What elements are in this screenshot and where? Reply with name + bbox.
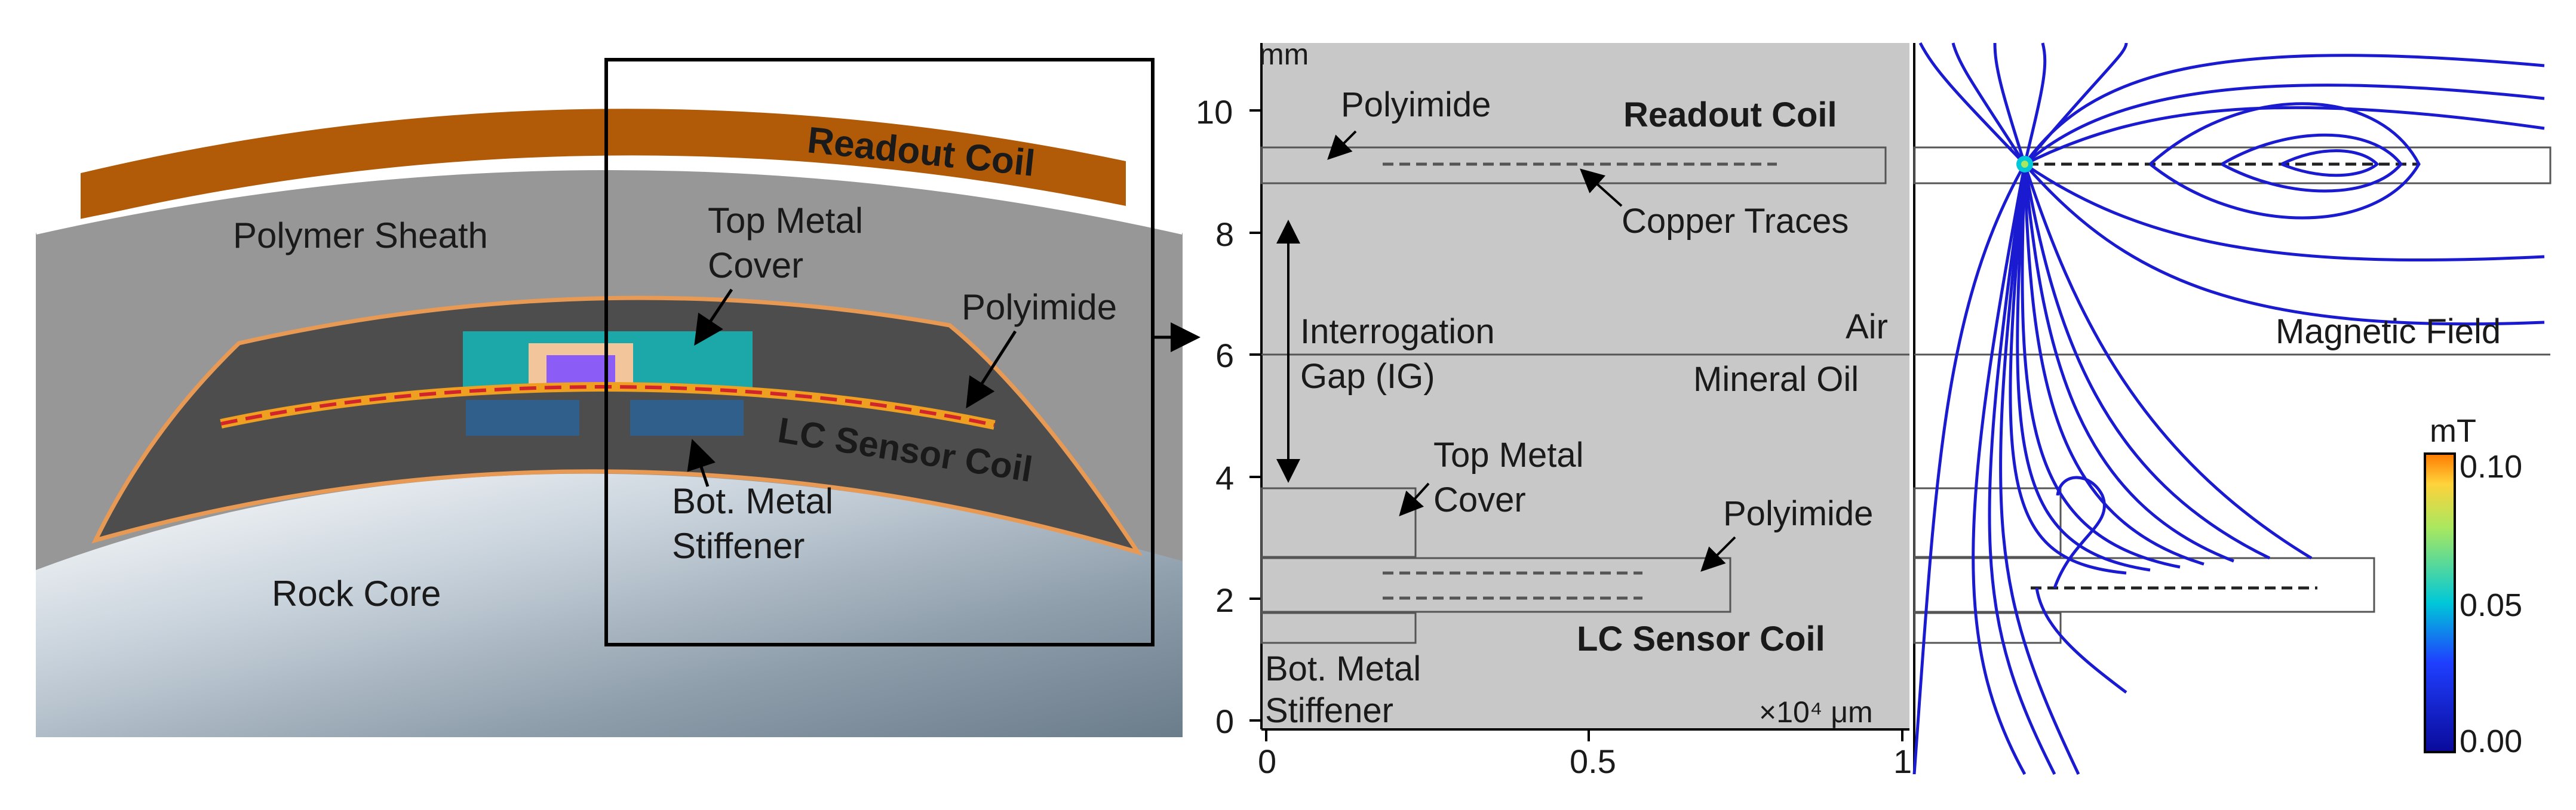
y-tick-0: 0	[1215, 703, 1234, 740]
arrow-top-metal-cover	[694, 288, 733, 346]
field-stiffener-box	[1913, 612, 2062, 644]
field-cover-box	[1913, 487, 2062, 558]
label-copper-traces: Copper Traces	[1622, 202, 1849, 241]
field-lines	[1912, 42, 2545, 775]
readout-polyimide-box	[1260, 146, 1887, 184]
sheath-edge	[35, 164, 1184, 235]
lc-sensor-coil-traces	[220, 384, 995, 427]
field-readout-box	[1913, 146, 2552, 184]
label-lc-sensor-coil-b: LC Sensor Coil	[1577, 620, 1825, 658]
label-top-metal-cover-b2: Cover	[1433, 481, 1526, 519]
label-bot-stiffener-2: Stiffener	[672, 526, 805, 566]
label-bot-stiffener-b1: Bot. Metal	[1265, 649, 1421, 688]
arrow-polyimide-bottom	[1700, 536, 1736, 572]
x-ticks	[1265, 729, 1903, 741]
geometry-plot-area	[1261, 43, 1909, 729]
arrow-polyimide-top	[1327, 130, 1357, 160]
x-unit: ×10⁴ μm	[1759, 695, 1873, 729]
cross-section-panel: Readout Coil Polymer Sheath Top Metal Co…	[35, 36, 1201, 737]
geometry-panel: 0 2 4 6 8 10 mm 0 0.5 1 ×10⁴ μm P	[1196, 38, 1912, 780]
label-polymer-sheath: Polymer Sheath	[233, 215, 488, 255]
zoom-box	[604, 58, 1155, 646]
y-unit: mm	[1259, 38, 1309, 71]
readout-coil-band	[81, 109, 1126, 220]
label-top-metal-cover-b1: Top Metal	[1433, 436, 1583, 475]
y-tick-4: 4	[1215, 459, 1234, 497]
rock-core	[36, 473, 1183, 737]
label-ig-1: Interrogation	[1300, 312, 1495, 351]
field-panel: Magnetic Field mT 0.10 0.05 0.00	[1912, 42, 2552, 775]
arrow-copper-traces	[1580, 168, 1623, 207]
arrow-bot-stiffener	[687, 439, 716, 487]
arrow-polyimide	[966, 330, 1017, 409]
label-polyimide-bottom: Polyimide	[1723, 494, 1873, 533]
label-mineral-oil: Mineral Oil	[1693, 360, 1859, 399]
sensor-polyimide-box	[1260, 557, 1731, 613]
label-polyimide: Polyimide	[962, 287, 1117, 327]
x-tick-0-5: 0.5	[1570, 743, 1616, 780]
bot-stiffener-right	[630, 400, 744, 436]
colorbar-unit: mT	[2430, 413, 2476, 449]
y-tick-2: 2	[1215, 581, 1234, 619]
colorbar	[2424, 452, 2456, 753]
y-tick-10: 10	[1196, 93, 1233, 131]
colorbar-tick-mid: 0.05	[2460, 587, 2522, 623]
arrow-top-metal-cover-b	[1399, 482, 1430, 516]
sensor-housing	[91, 295, 1143, 556]
top-metal-cover-box	[1260, 487, 1417, 558]
label-top-metal-cover-2: Cover	[708, 245, 803, 285]
y-ticks	[1249, 109, 1261, 722]
label-top-metal-cover-1: Top Metal	[708, 201, 863, 241]
colorbar-tick-max: 0.10	[2460, 449, 2522, 485]
bot-stiffener-left	[466, 400, 579, 436]
label-magnetic-field: Magnetic Field	[2276, 312, 2501, 351]
y-tick-6: 6	[1215, 337, 1234, 374]
label-polyimide-top: Polyimide	[1341, 85, 1491, 124]
label-rock-core: Rock Core	[272, 574, 441, 614]
label-bot-stiffener-b2: Stiffener	[1265, 691, 1393, 730]
label-ig-2: Gap (IG)	[1300, 357, 1435, 396]
label-readout-coil-b: Readout Coil	[1623, 96, 1837, 134]
x-tick-1: 1	[1893, 743, 1912, 780]
x-tick-0: 0	[1258, 743, 1276, 780]
y-tick-8: 8	[1215, 215, 1234, 253]
bot-stiffener-box	[1260, 612, 1417, 644]
colorbar-tick-min: 0.00	[2460, 723, 2522, 759]
field-hotspot-core	[2021, 161, 2028, 168]
label-air: Air	[1846, 307, 1888, 346]
label-bot-stiffener-1: Bot. Metal	[672, 481, 833, 521]
